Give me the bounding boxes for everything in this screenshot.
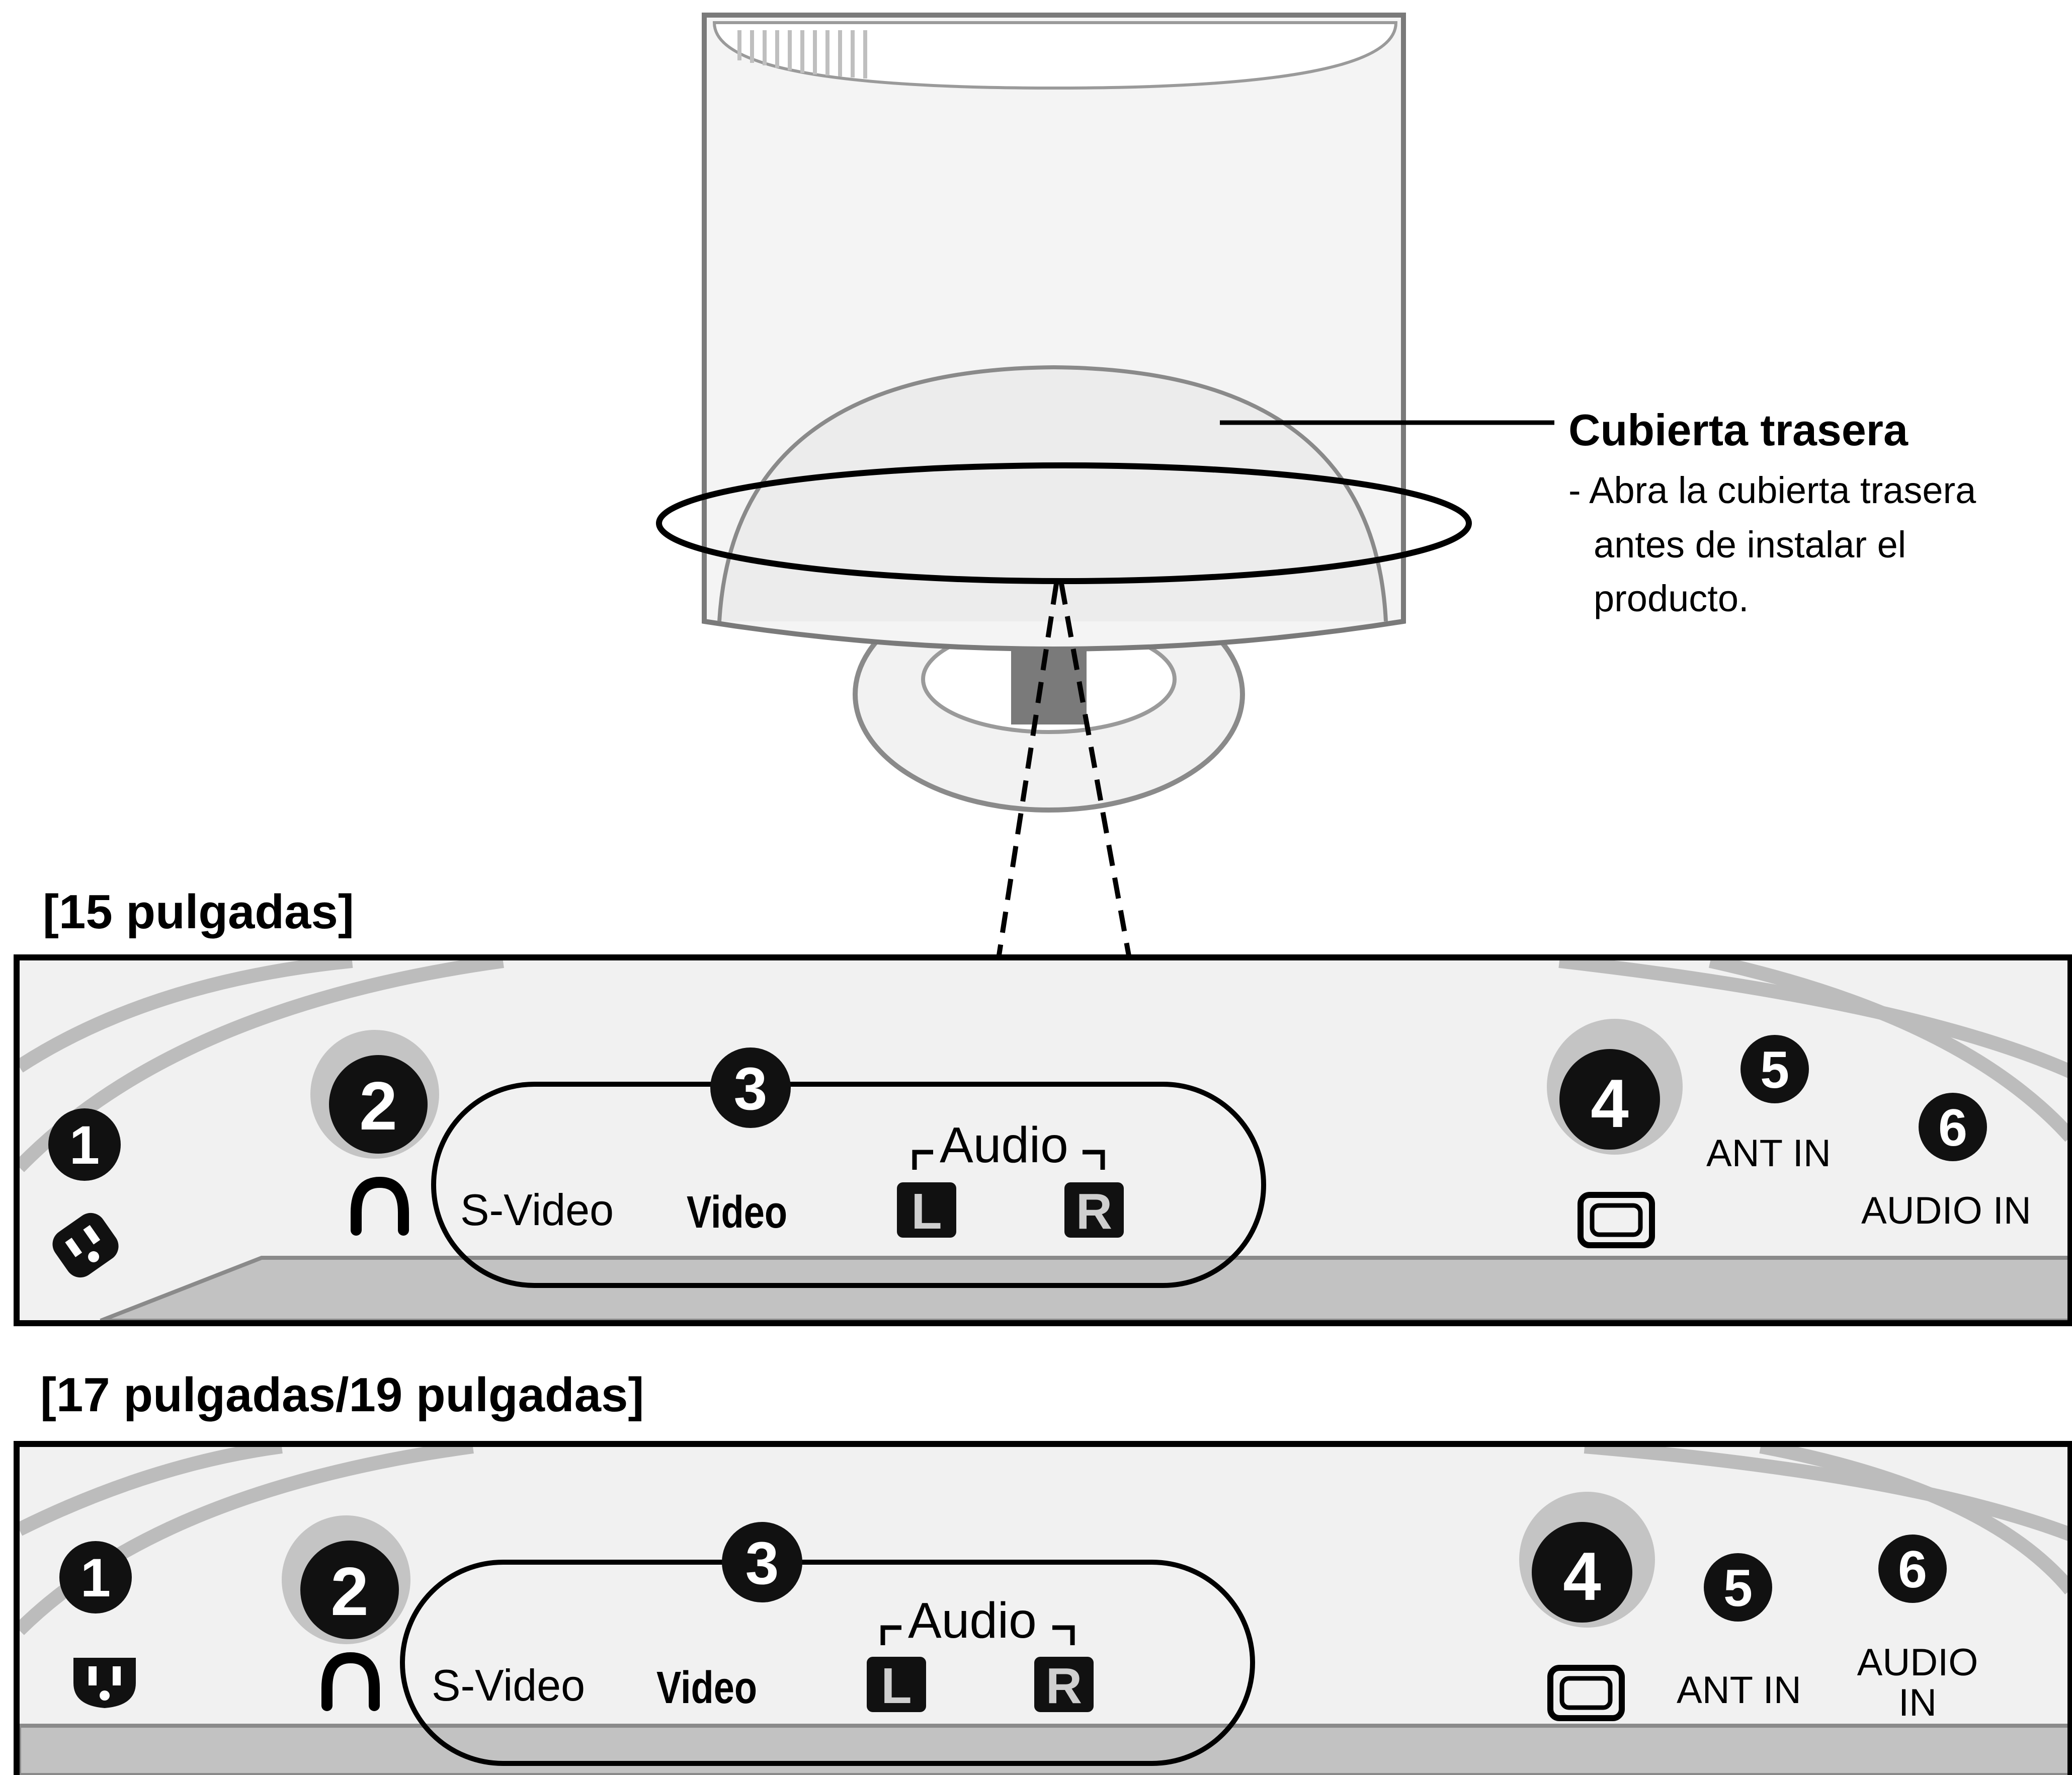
- number-badge-1: [48, 1108, 121, 1181]
- number-badge-4: [1559, 1049, 1660, 1150]
- panel-17-19-frame: [14, 1441, 2072, 1775]
- number-1-label: 1: [69, 1114, 100, 1175]
- number-2-label: 2: [359, 1068, 397, 1144]
- audio-bracket-right: [1083, 1150, 1105, 1170]
- number-badge-2: [329, 1055, 428, 1154]
- audio-right-label: R: [1076, 1183, 1112, 1240]
- number-4-label: 4: [1591, 1065, 1629, 1142]
- video-label: Video: [656, 1663, 757, 1713]
- headphone-icon: [351, 1176, 409, 1236]
- vent-slots: [737, 30, 867, 78]
- number-badge-6: [1919, 1093, 1987, 1161]
- number-1-label: 1: [80, 1547, 111, 1608]
- monitor-port-icon: [1578, 1192, 1655, 1248]
- s-video-label: S-Video: [460, 1185, 614, 1235]
- zoom-dash-left: [996, 583, 1059, 959]
- audio-right-badge: [1034, 1657, 1094, 1712]
- av-input-group: [431, 1082, 1266, 1288]
- number-badge-3: [722, 1522, 802, 1602]
- number-6-label: 6: [1938, 1099, 1967, 1157]
- panel-17-19-connectors: 1 2 3 S-Video Video Audio L R 4: [14, 1441, 2072, 1775]
- panel-17-19-title: [17 pulgadas/19 pulgadas]: [40, 1368, 644, 1422]
- audio-left-badge: [897, 1182, 956, 1238]
- zoom-dash-right: [1059, 583, 1132, 959]
- power-outlet-icon: [73, 1658, 136, 1708]
- ant-in-label: ANT IN: [1677, 1669, 1801, 1712]
- audio-right-badge: [1064, 1182, 1124, 1238]
- number-5-label: 5: [1760, 1041, 1789, 1099]
- cover-highlight-ellipse: [656, 462, 1472, 584]
- audio-in-label: AUDIO IN: [1861, 1189, 2031, 1232]
- callout-body-line-3: producto.: [1594, 578, 1749, 619]
- number-4-label: 4: [1563, 1538, 1601, 1615]
- headphone-icon: [321, 1652, 380, 1711]
- video-label: Video: [687, 1187, 787, 1238]
- number-3-label: 3: [734, 1055, 768, 1122]
- number-badge-5: [1704, 1553, 1772, 1622]
- monitor-rear-illustration: [656, 13, 1554, 959]
- number-badge-5: [1741, 1035, 1809, 1103]
- audio-bracket-right: [1052, 1625, 1075, 1645]
- number-badge-6: [1878, 1535, 1947, 1603]
- panel-15-connectors: 1 2 3 S-Video Video Audio L R 4: [14, 954, 2072, 1326]
- audio-right-label: R: [1046, 1658, 1082, 1714]
- number-badge-1: [59, 1541, 132, 1613]
- audio-in-label-line-2: IN: [1898, 1681, 1937, 1724]
- av-input-group: [400, 1560, 1255, 1766]
- panel-15-title: [15 pulgadas]: [43, 885, 354, 939]
- number-badge-4: [1532, 1522, 1632, 1623]
- audio-label: Audio: [940, 1117, 1068, 1173]
- number-badge-3: [710, 1047, 791, 1128]
- callout-title: Cubierta trasera: [1568, 405, 1909, 455]
- number-5-label: 5: [1723, 1559, 1753, 1618]
- audio-left-label: L: [911, 1183, 942, 1240]
- audio-left-badge: [867, 1657, 926, 1712]
- number-6-label: 6: [1898, 1541, 1927, 1599]
- audio-left-label: L: [881, 1658, 911, 1714]
- audio-bracket-left: [880, 1625, 901, 1645]
- number-2-label: 2: [330, 1553, 369, 1630]
- ant-in-label: ANT IN: [1706, 1132, 1831, 1175]
- audio-label: Audio: [908, 1592, 1037, 1649]
- s-video-label: S-Video: [432, 1660, 585, 1710]
- number-3-label: 3: [745, 1529, 779, 1597]
- number-badge-2: [300, 1541, 399, 1639]
- rear-cover-callout: Cubierta trasera - Abra la cubierta tras…: [1568, 405, 1976, 619]
- audio-in-label-line-1: AUDIO: [1857, 1641, 1978, 1684]
- callout-body-line-2: antes de instalar el: [1594, 524, 1906, 566]
- audio-bracket-left: [912, 1150, 933, 1170]
- panel-15-frame: [14, 954, 2072, 1326]
- callout-body-line-1: - Abra la cubierta trasera: [1568, 469, 1976, 511]
- power-outlet-icon: [52, 1213, 119, 1278]
- monitor-port-icon: [1547, 1665, 1625, 1721]
